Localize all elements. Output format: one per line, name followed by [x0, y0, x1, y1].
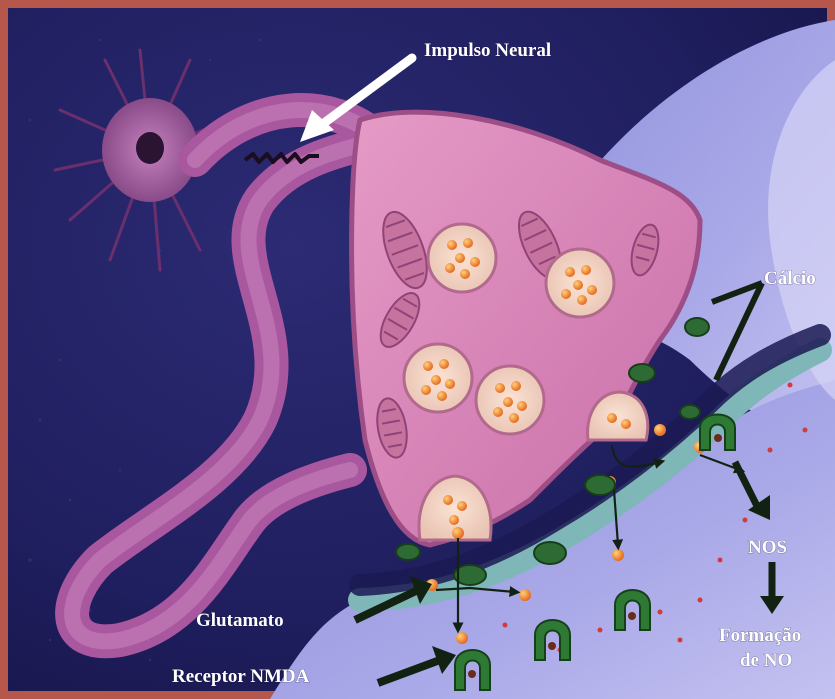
label-nos: NOS	[748, 537, 787, 558]
label-nmda: Receptor NMDA	[172, 666, 310, 687]
label-no-formation-line1: Formação	[719, 625, 801, 646]
label-glutamate: Glutamato	[196, 610, 284, 631]
label-impulse: Impulso Neural	[424, 40, 551, 61]
vesicle	[428, 224, 496, 292]
label-calcium: Cálcio	[764, 268, 816, 289]
vesicle	[546, 249, 614, 317]
nucleus	[136, 132, 164, 164]
vesicle	[404, 344, 472, 412]
vesicle	[476, 366, 544, 434]
label-no-formation-line2: de NO	[740, 650, 792, 671]
